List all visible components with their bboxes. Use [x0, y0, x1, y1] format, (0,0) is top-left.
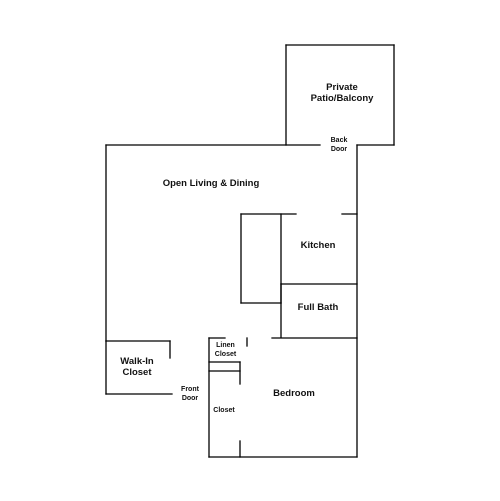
patio-label: Private Patio/Balcony	[310, 82, 374, 105]
back-door-label: Back Door	[330, 137, 348, 153]
kitchen-label: Kitchen	[300, 240, 336, 251]
bedroom-label: Bedroom	[273, 388, 315, 399]
full-bath-label: Full Bath	[297, 302, 339, 313]
front-door-label: Front Door	[181, 386, 199, 402]
walk-in-closet-label: Walk-In Closet	[120, 356, 154, 379]
living-dining-label: Open Living & Dining	[162, 178, 260, 189]
closet-label: Closet	[213, 407, 235, 414]
linen-closet-label: Linen Closet	[214, 342, 237, 358]
